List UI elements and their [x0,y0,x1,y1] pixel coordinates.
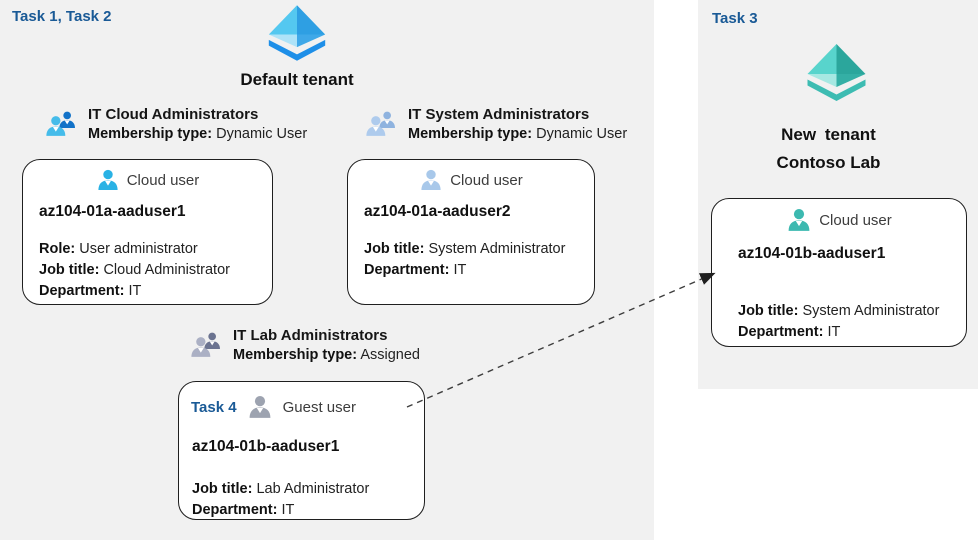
group-text: IT System Administrators Membership type… [408,106,627,142]
group-text: IT Cloud Administrators Membership type:… [88,106,307,142]
user-type-label: Cloud user [126,171,200,189]
task-4-label: Task 4 [191,398,237,416]
membership-value: Dynamic User [536,126,628,142]
detail-job-title: Job title: Cloud Administrator [39,260,230,281]
group-people-icon [46,111,75,136]
job-title-value: System Administrator [428,241,566,257]
detail-department: Department: IT [738,322,939,343]
azure-ad-tenant-icon [268,5,326,61]
user-type-label: Cloud user [450,171,523,189]
guest-user-card: Task 4 Guest user az104-01b-aaduser1 Job… [178,381,425,520]
user-details: Job title: Lab Administrator Department:… [192,479,369,521]
task-1-2-label: Task 1, Task 2 [12,8,112,25]
department-label: Department: [39,283,125,299]
new-tenant-line1: New tenant [781,125,876,144]
new-tenant-line2: Contoso Lab [776,153,881,172]
user-name: az104-01b-aaduser1 [738,245,886,262]
group-it-system-administrators: IT System Administrators Membership type… [364,106,627,142]
membership-value: Assigned [360,347,420,363]
card-header: Task 4 Guest user [179,394,424,420]
group-membership: Membership type: Dynamic User [88,126,307,142]
user-type-label: Guest user [282,398,356,416]
user-details: Role: User administrator Job title: Clou… [39,239,230,302]
new-tenant-user-card: Cloud user az104-01b-aaduser1 Job title:… [711,198,967,347]
job-title-label: Job title: [364,241,425,257]
group-it-lab-administrators: IT Lab Administrators Membership type: A… [189,327,420,363]
department-value: IT [128,283,142,299]
user-name: az104-01b-aaduser1 [192,438,340,455]
job-title-value: Lab Administrator [256,481,370,497]
user-type-label: Cloud user [819,211,892,229]
role-value: User administrator [79,241,198,257]
task-3-label: Task 3 [712,10,758,27]
detail-job-title: Job title: System Administrator [738,301,939,322]
job-title-value: Cloud Administrator [103,262,230,278]
detail-job-title: Job title: System Administrator [364,239,565,260]
role-label: Role: [39,241,76,257]
department-value: IT [827,324,841,340]
cloud-user-icon [786,207,812,233]
job-title-label: Job title: [39,262,100,278]
user-name: az104-01a-aaduser1 [39,203,186,220]
user-card-aaduser2: Cloud user az104-01a-aaduser2 Job title:… [347,159,595,305]
card-header: Cloud user [348,168,594,192]
job-title-label: Job title: [738,303,799,319]
membership-label: Membership type: [88,126,213,142]
detail-department: Department: IT [192,500,369,521]
membership-label: Membership type: [233,347,358,363]
cloud-user-icon [96,168,120,192]
group-name: IT Lab Administrators [233,327,388,344]
user-name: az104-01a-aaduser2 [364,203,511,220]
group-people-icon [191,332,220,357]
detail-role: Role: User administrator [39,239,230,260]
card-header: Cloud user [712,207,966,233]
user-details: Job title: System Administrator Departme… [364,239,565,281]
membership-label: Membership type: [408,126,533,142]
card-header: Cloud user [23,168,272,192]
detail-department: Department: IT [364,260,565,281]
detail-job-title: Job title: Lab Administrator [192,479,369,500]
group-membership: Membership type: Assigned [233,347,420,363]
group-membership: Membership type: Dynamic User [408,126,627,142]
job-title-value: System Administrator [802,303,940,319]
group-people-icon [366,111,395,136]
detail-department: Department: IT [39,281,230,302]
new-tenant-title: New tenant Contoso Lab [726,121,931,177]
user-details: Job title: System Administrator Departme… [738,301,939,343]
default-tenant-title: Default tenant [240,70,354,89]
department-label: Department: [364,262,450,278]
group-name: IT System Administrators [408,106,590,123]
department-value: IT [453,262,467,278]
group-name: IT Cloud Administrators [88,106,259,123]
group-text: IT Lab Administrators Membership type: A… [233,327,420,363]
user-card-aaduser1: Cloud user az104-01a-aaduser1 Role: User… [22,159,273,305]
department-label: Department: [192,502,278,518]
department-value: IT [281,502,295,518]
cloud-user-icon [419,168,443,192]
membership-value: Dynamic User [216,126,308,142]
job-title-label: Job title: [192,481,253,497]
guest-user-icon [247,394,273,420]
department-label: Department: [738,324,824,340]
azure-ad-new-tenant-icon [807,44,866,101]
group-it-cloud-administrators: IT Cloud Administrators Membership type:… [44,106,307,142]
